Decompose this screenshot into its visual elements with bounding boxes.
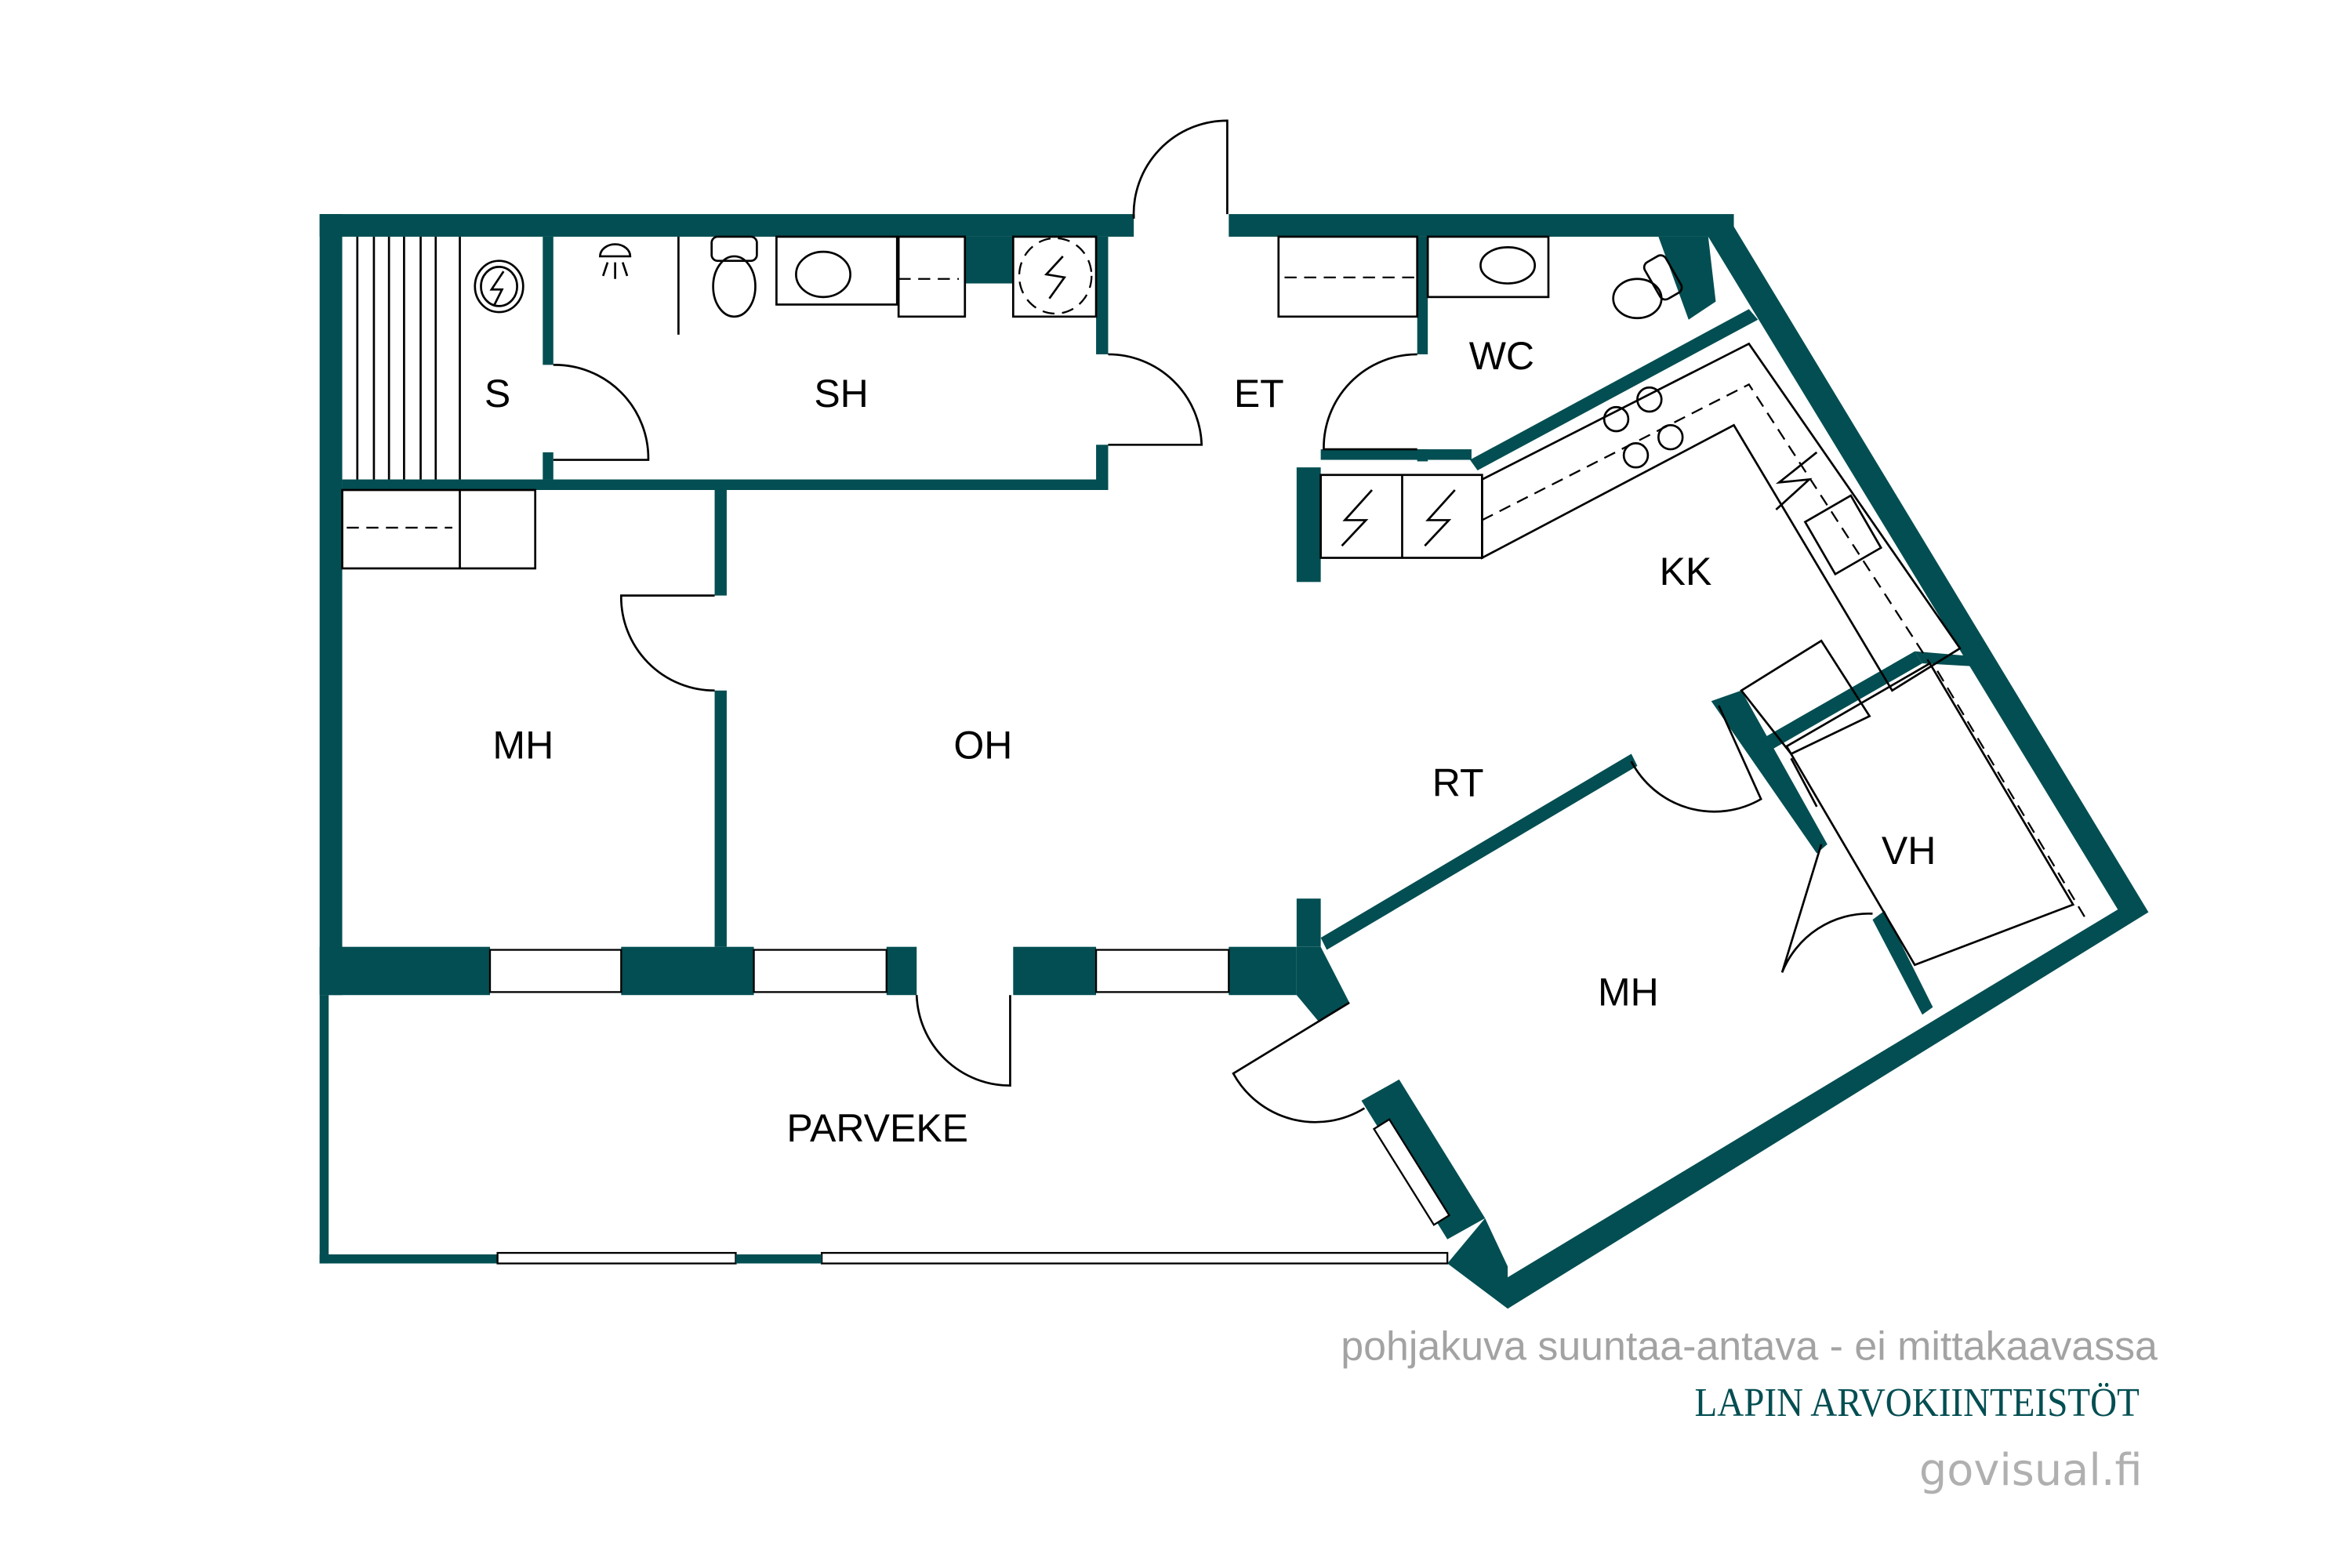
- doors: [553, 119, 1873, 1123]
- toilet-icon: [710, 235, 758, 318]
- kitchen-counter: [1319, 342, 1962, 756]
- sink-icon: [775, 235, 898, 306]
- room-label-sh: SH: [814, 372, 868, 416]
- appliance-icon: [1341, 489, 1374, 547]
- room-label-rt: RT: [1432, 760, 1484, 804]
- room-label-vh: VH: [1882, 829, 1936, 873]
- disclaimer-text: pohjakuva suuntaa-antava - ei mittakaava…: [1341, 1324, 2158, 1370]
- room-label-oh: OH: [953, 723, 1012, 767]
- brand-logo: LAPIN ARVOKIINTEISTÖT: [1695, 1381, 2140, 1425]
- fixtures: [341, 235, 2089, 967]
- wardrobe-vh: [1785, 662, 2089, 967]
- room-label-parveke: PARVEKE: [786, 1106, 968, 1150]
- walls: [319, 214, 2149, 1309]
- room-label-mh: MH: [492, 723, 554, 767]
- floor-heating-icon: [1044, 256, 1067, 299]
- sauna-stove-icon: [474, 260, 524, 314]
- room-labels: S SH ET WC KK MH OH RT VH MH PARVEKE: [485, 334, 1936, 1150]
- room-label-wc: WC: [1469, 334, 1534, 378]
- room-label-mh-2: MH: [1598, 971, 1659, 1014]
- sauna-benches: [356, 236, 461, 480]
- wc-toilet-icon: [1612, 254, 1683, 320]
- room-label-s: S: [485, 372, 510, 416]
- wc-sink-icon: [1426, 235, 1550, 299]
- site-link[interactable]: govisual.fi: [1919, 1445, 2143, 1496]
- room-label-et: ET: [1234, 372, 1284, 416]
- shower-icon: [599, 243, 632, 279]
- appliance-icon: [1424, 489, 1456, 547]
- room-label-kk: KK: [1660, 550, 1712, 593]
